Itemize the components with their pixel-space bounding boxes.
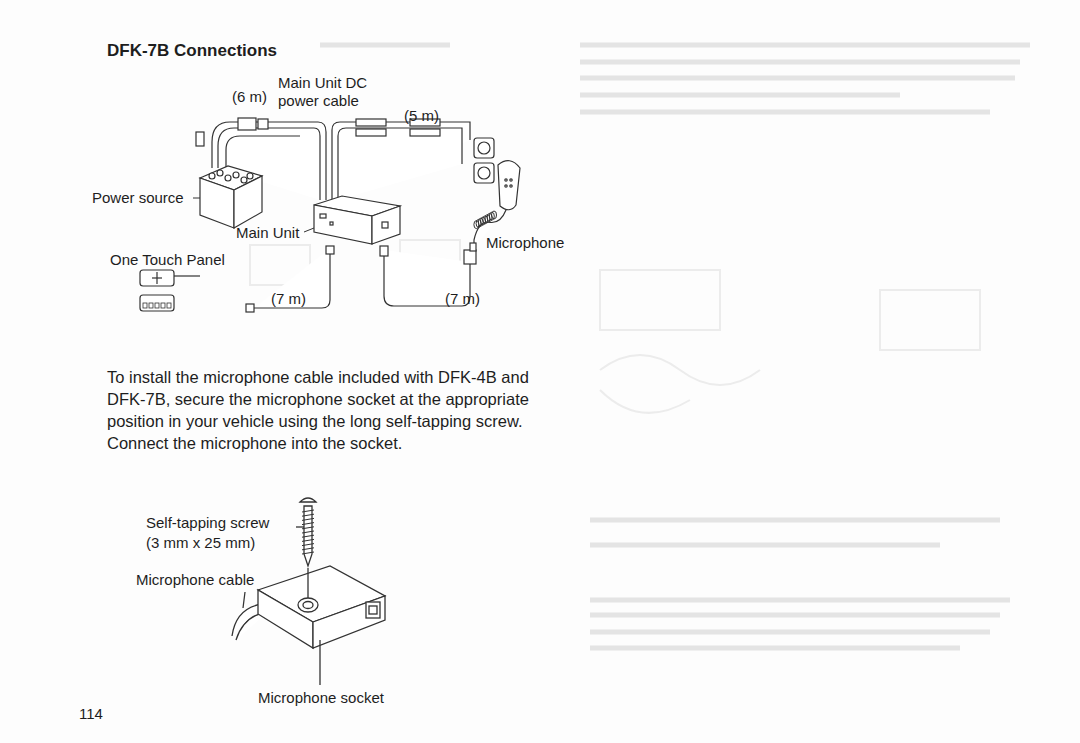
dimension: (3 mm x 25 mm) [146,534,255,552]
instruction-text: To install the microphone cable included… [107,366,537,454]
part-name: Power source [92,189,184,207]
part-name: Main Unit [236,224,299,242]
cable-length: (7 m) [271,290,306,308]
part-name: Microphone [486,234,564,252]
cable-length: (6 m) [232,88,267,106]
faded-facing-page [320,45,1030,648]
diagram-title: DFK-7B Connections [107,42,277,60]
cable-length: (5 m) [404,107,439,125]
cable-length: (7 m) [445,290,480,308]
cable-name: Main Unit DC power cable [278,74,378,110]
main-diagram [140,118,520,312]
part-name: Microphone socket [258,689,384,707]
page-number: 114 [79,705,103,723]
part-name: Microphone cable [136,571,254,589]
part-name: Self-tapping screw [146,514,269,532]
part-name: One Touch Panel [110,251,225,269]
